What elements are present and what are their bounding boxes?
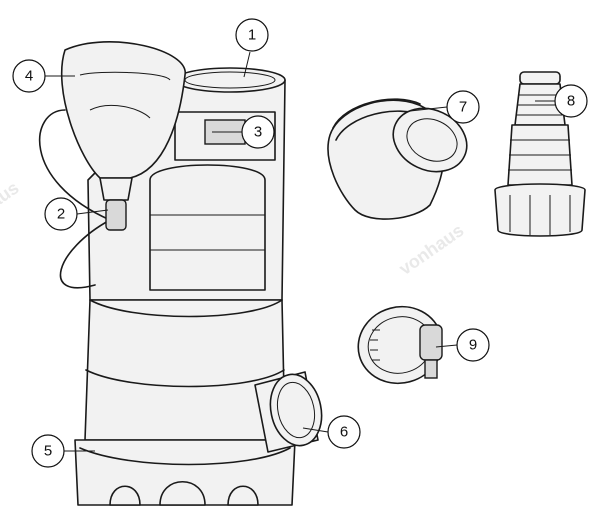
callout-8: 8 [535,84,588,118]
float-switch [39,41,186,289]
callout-6: 6 [302,415,361,449]
pump-body [74,67,296,506]
outlet-port [254,371,323,453]
callout-label: 5 [44,443,52,460]
callout-2: 2 [44,197,109,231]
callout-7: 7 [409,90,480,124]
stepped-hose-adapter [494,71,586,237]
watermark-text: vonhaus [0,178,23,237]
callout-label: 2 [57,206,65,223]
callout-label: 1 [248,27,256,44]
hose-clamp [357,305,443,385]
callout-5: 5 [31,434,95,468]
callout-label: 8 [567,93,575,110]
watermark-text: vonhaus [395,220,467,279]
callout-label: 3 [254,124,262,141]
callout-3: 3 [212,115,275,149]
callout-9: 9 [435,328,490,362]
callout-1: 1 [235,18,269,78]
callout-label: 6 [340,424,348,441]
callout-label: 4 [25,68,33,85]
callout-label: 7 [459,99,467,116]
callout-label: 9 [469,337,477,354]
elbow-connector [327,98,468,220]
callout-4: 4 [12,59,75,93]
